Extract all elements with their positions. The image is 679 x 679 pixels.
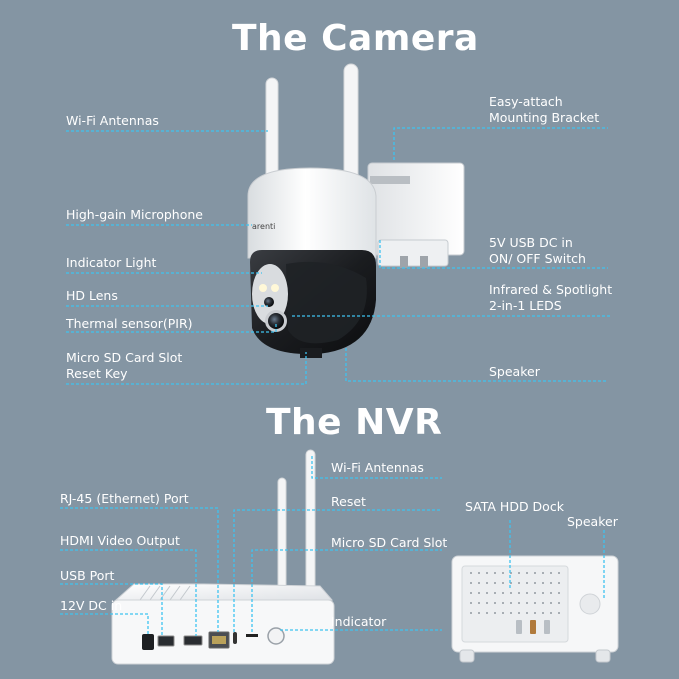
label-camera-leds-line2: 2-in-1 LEDS: [489, 298, 562, 313]
label-camera-leds: Infrared & Spotlight 2-in-1 LEDS: [489, 282, 612, 314]
label-nvr-dc-in: 12V DC in: [60, 598, 123, 613]
nvr-sd-slot: [246, 634, 258, 637]
nvr-indicator-button: [267, 627, 285, 645]
camera-brand-logo: arenti: [252, 222, 275, 231]
nvr-vent-dots: [470, 572, 560, 614]
label-nvr-hdmi: HDMI Video Output: [60, 533, 180, 548]
camera-section-title: The Camera: [232, 18, 479, 59]
label-camera-sd-line1: Micro SD Card Slot: [66, 350, 183, 365]
label-camera-microphone: High-gain Microphone: [66, 207, 203, 222]
label-camera-bracket: Easy-attach Mounting Bracket: [489, 94, 599, 126]
label-camera-leds-line1: Infrared & Spotlight: [489, 282, 613, 297]
label-nvr-wifi-antennas: Wi-Fi Antennas: [331, 460, 424, 475]
label-camera-speaker: Speaker: [489, 364, 540, 379]
label-nvr-sd-slot: Micro SD Card Slot: [331, 535, 448, 550]
label-camera-hd-lens: HD Lens: [66, 288, 118, 303]
label-camera-sd-line2: Reset Key: [66, 366, 128, 381]
label-nvr-speaker: Speaker: [567, 514, 618, 529]
label-nvr-reset: Reset: [331, 494, 366, 509]
label-camera-usb-switch: 5V USB DC in ON/ OFF Switch: [489, 235, 586, 267]
label-nvr-rj45: RJ-45 (Ethernet) Port: [60, 491, 189, 506]
nvr-reset-hole: [233, 632, 237, 644]
label-camera-pir: Thermal sensor(PIR): [66, 316, 193, 331]
nvr-usb-port: [157, 635, 175, 647]
label-camera-usb-line2: ON/ OFF Switch: [489, 251, 586, 266]
label-nvr-indicator: Indicator: [331, 614, 387, 629]
label-camera-indicator-light: Indicator Light: [66, 255, 157, 270]
nvr-rear-speaker: [579, 593, 601, 615]
label-nvr-sata: SATA HDD Dock: [465, 499, 564, 514]
label-camera-bracket-line2: Mounting Bracket: [489, 110, 600, 125]
label-camera-wifi-antennas: Wi-Fi Antennas: [66, 113, 159, 128]
nvr-section-title: The NVR: [266, 402, 443, 443]
nvr-hdmi-port: [183, 635, 203, 646]
label-nvr-usb: USB Port: [60, 568, 115, 583]
nvr-rear-view: [451, 555, 619, 663]
label-camera-bracket-line1: Easy-attach: [489, 94, 563, 109]
camera-mounting-bracket: [367, 162, 465, 268]
label-camera-sd-reset: Micro SD Card Slot Reset Key: [66, 350, 182, 382]
label-camera-usb-line1: 5V USB DC in: [489, 235, 573, 250]
nvr-dc-port: [142, 634, 154, 650]
camera-upper-body: [247, 167, 377, 259]
